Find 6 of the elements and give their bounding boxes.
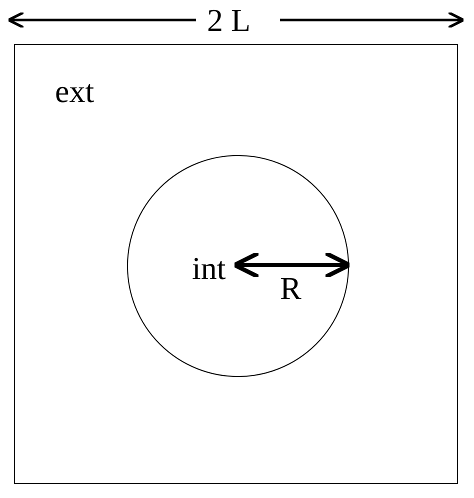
circle-region [127, 155, 349, 377]
dimension-label: 2 L [207, 4, 251, 36]
dimension-label: R [280, 272, 302, 304]
region-label: int [192, 252, 226, 284]
square-region [14, 44, 458, 484]
region-label: ext [55, 75, 94, 107]
